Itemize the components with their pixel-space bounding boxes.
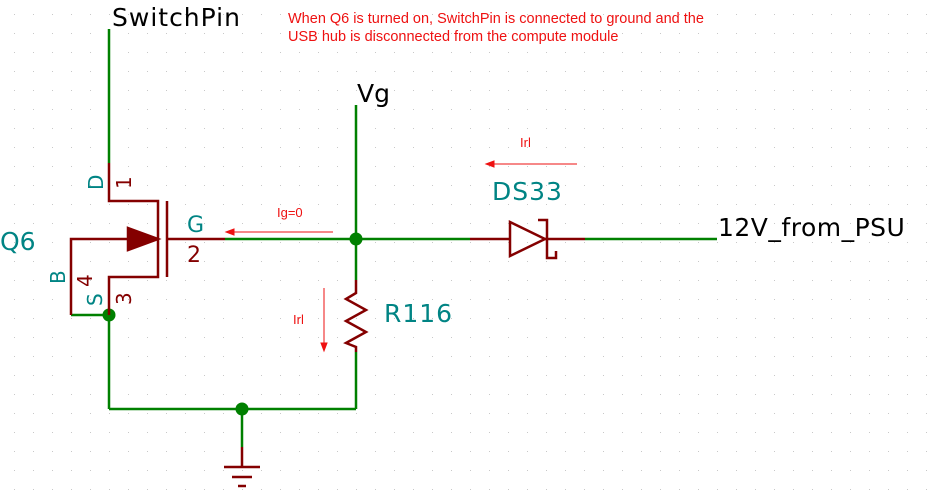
resistor-r116[interactable]	[343, 280, 369, 352]
junctions	[102, 232, 363, 416]
net-label-switchpin: SwitchPin	[112, 3, 241, 32]
pin-name-d: D	[84, 175, 108, 190]
ground-icon	[224, 447, 260, 488]
mosfet-q6[interactable]	[69, 163, 225, 315]
junction-vg	[349, 232, 363, 246]
net-label-vg: Vg	[357, 79, 390, 108]
pin-name-b: B	[46, 270, 70, 284]
mosfet-arrow-icon	[126, 226, 162, 252]
ref-ds33: DS33	[492, 177, 563, 206]
arrow-irl-side-head-icon	[320, 342, 328, 353]
wires	[71, 29, 717, 447]
pin-number-1: 1	[112, 176, 136, 189]
pin-number-4: 4	[73, 274, 97, 287]
pin-name-g: G	[187, 213, 204, 238]
ref-r116: R116	[384, 299, 453, 328]
current-arrows	[224, 160, 577, 353]
net-label-psu: 12V_from_PSU	[718, 213, 905, 242]
pin-number-2: 2	[187, 243, 201, 268]
annotation-irl-side: Irl	[293, 312, 304, 327]
annotation-ig: Ig=0	[277, 205, 303, 220]
arrow-irl-top-head-icon	[484, 160, 495, 168]
annotation-irl-top: Irl	[520, 135, 531, 150]
pin-number-3: 3	[112, 292, 136, 305]
pin-name-s: S	[83, 293, 107, 306]
diode-ds33[interactable]	[470, 218, 585, 260]
ref-q6: Q6	[0, 227, 36, 256]
arrow-ig-head-icon	[224, 228, 235, 236]
junction-gnd	[235, 402, 249, 416]
annotation-note: When Q6 is turned on, SwitchPin is conne…	[288, 11, 704, 45]
